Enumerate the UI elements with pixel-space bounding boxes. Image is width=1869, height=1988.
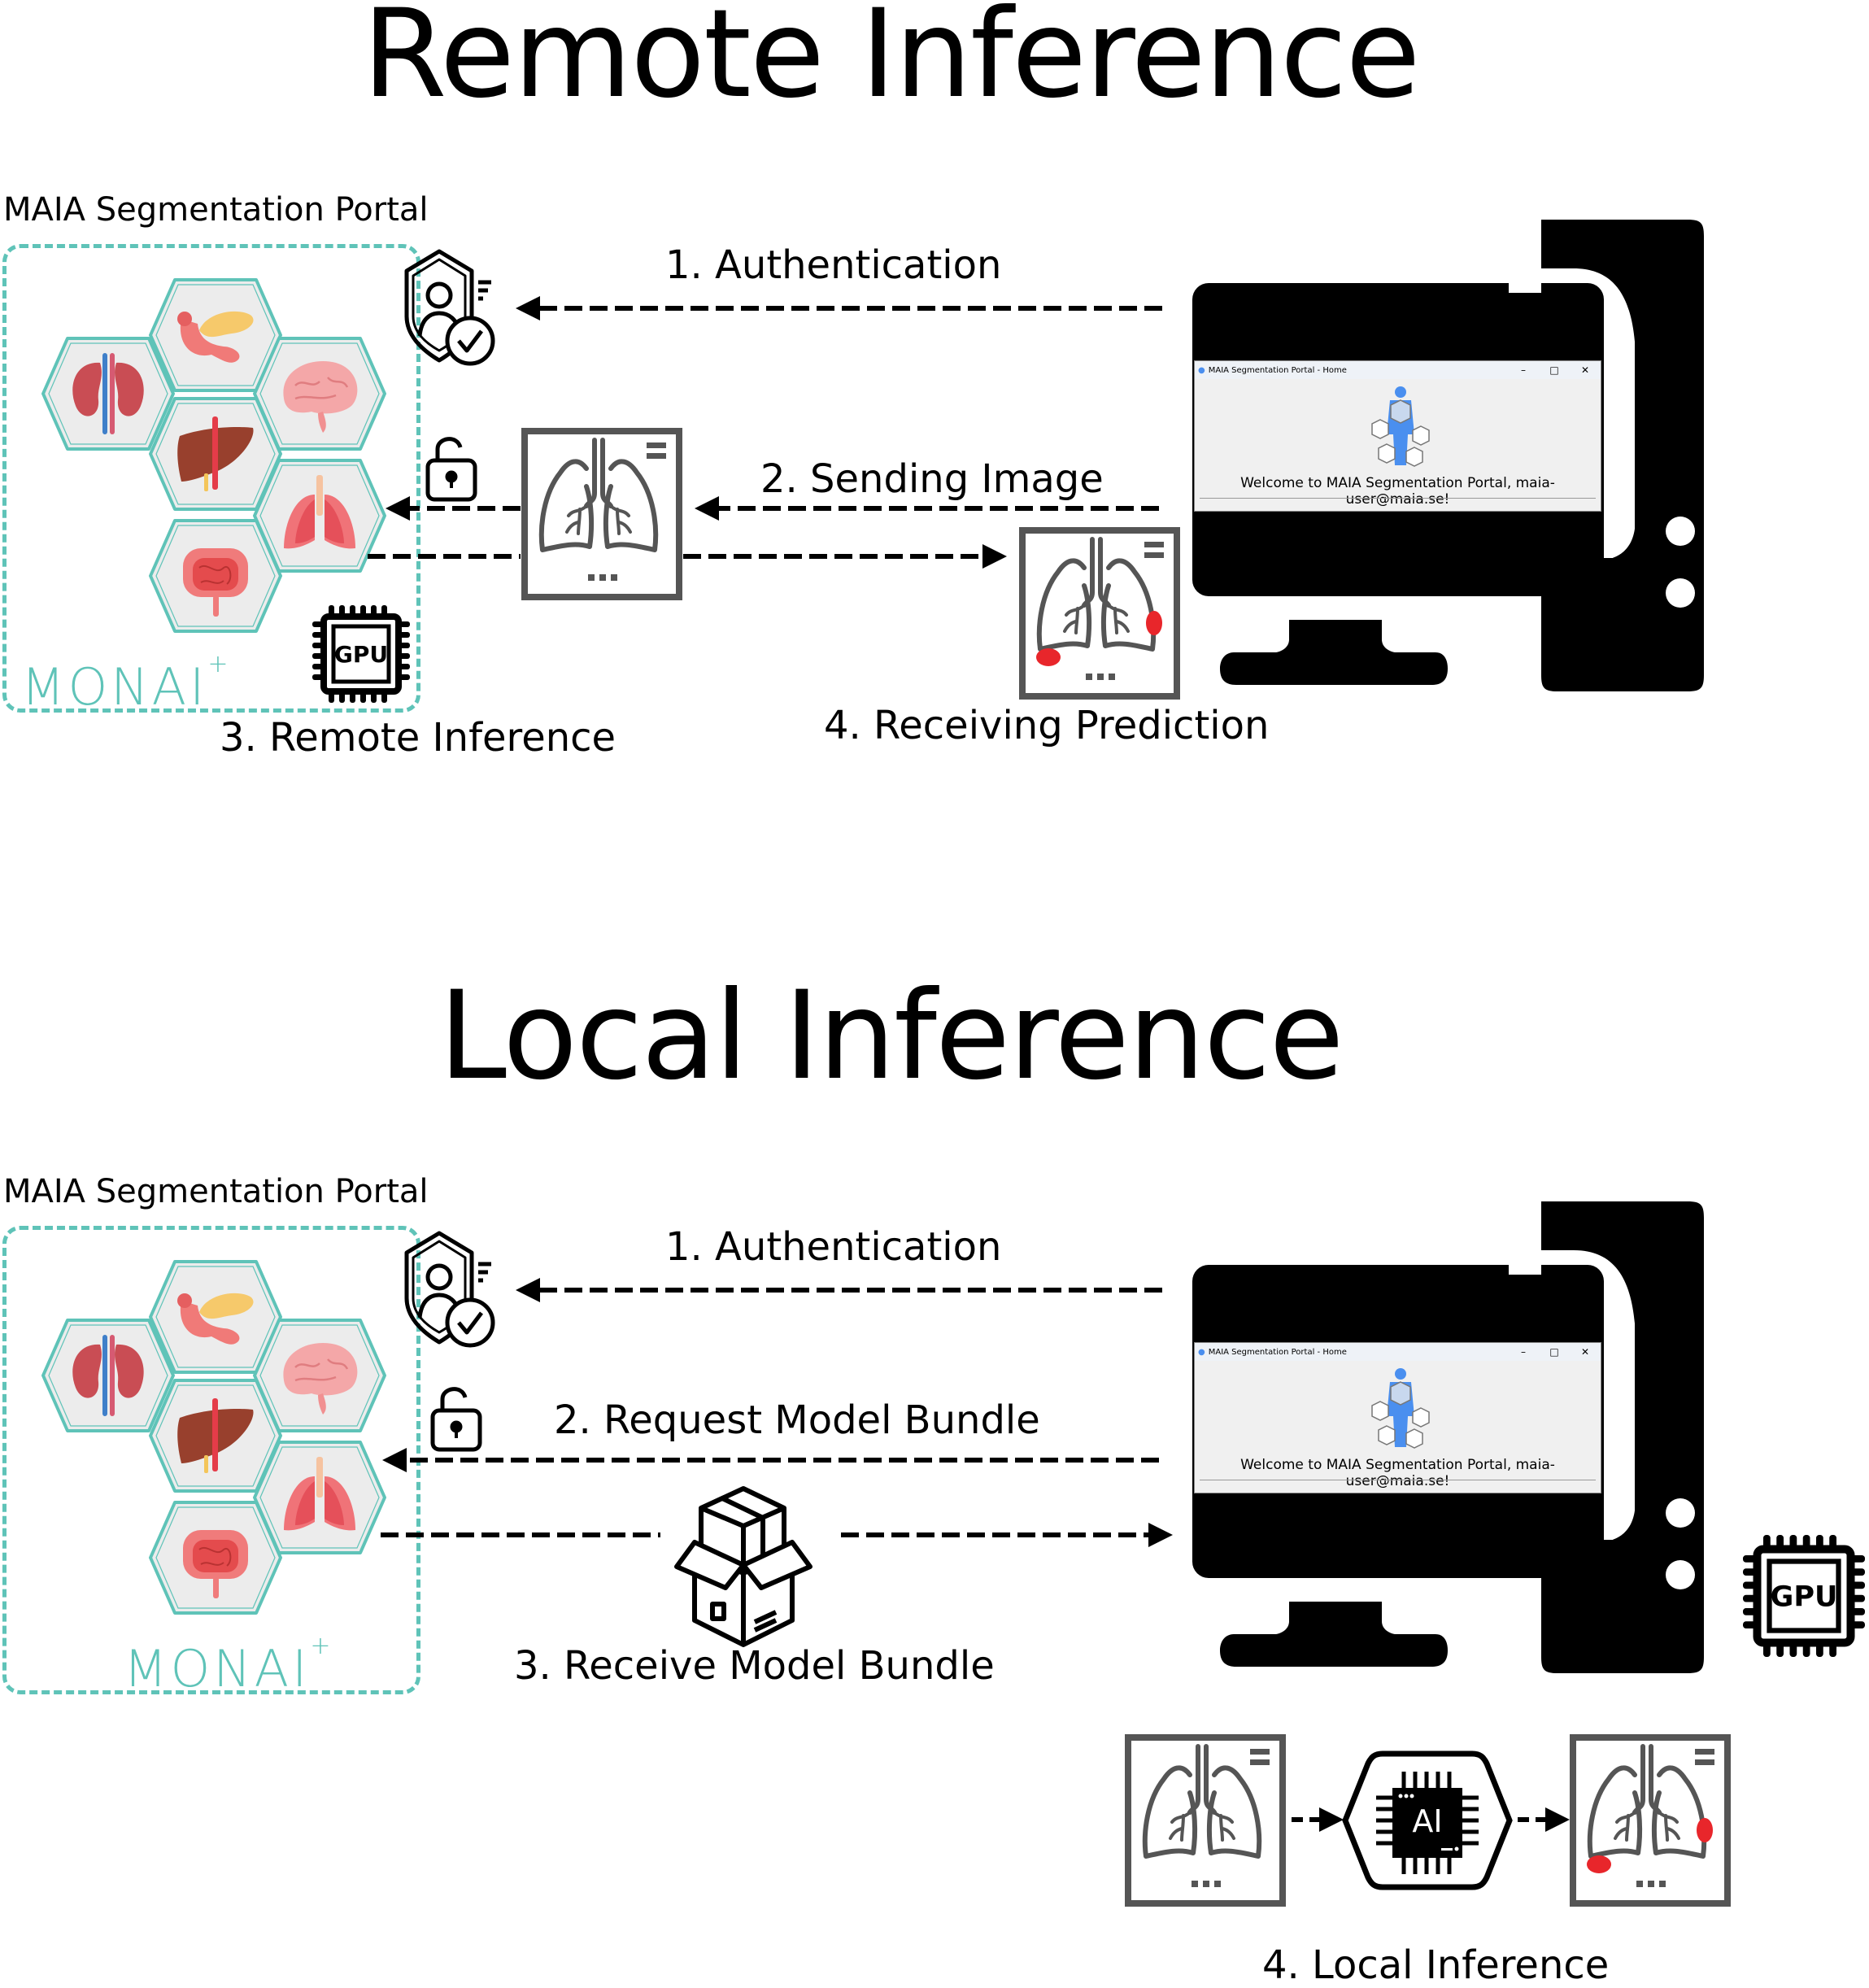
window-titlebar: ● MAIA Segmentation Portal - Home – □ ✕ bbox=[1195, 361, 1601, 379]
window-titlebar: ● MAIA Segmentation Portal - Home – □ ✕ bbox=[1195, 1343, 1601, 1361]
step-authentication: 1. Authentication bbox=[665, 1224, 1002, 1270]
welcome-message: Welcome to MAIA Segmentation Portal, mai… bbox=[1240, 1457, 1555, 1489]
app-icon: ● bbox=[1198, 365, 1205, 375]
remote-portal-label: MAIA Segmentation Portal bbox=[3, 191, 429, 229]
remote-arrows bbox=[368, 296, 1162, 569]
step-sending-image: 2. Sending Image bbox=[760, 456, 1104, 502]
step-local-inference: 4. Local Inference bbox=[1262, 1942, 1610, 1988]
app-icon: ● bbox=[1198, 1347, 1205, 1357]
step-authentication: 1. Authentication bbox=[665, 242, 1002, 288]
window-title: MAIA Segmentation Portal - Home bbox=[1208, 365, 1347, 375]
welcome-message: Welcome to MAIA Segmentation Portal, mai… bbox=[1240, 475, 1555, 508]
window-separator bbox=[1200, 498, 1596, 499]
minimize-button[interactable]: – bbox=[1521, 364, 1526, 376]
local-title: Local Inference bbox=[438, 966, 1344, 1107]
remote-monai-logo: MONAI+ bbox=[21, 650, 232, 717]
remote-title: Remote Inference bbox=[362, 0, 1420, 125]
xray-input-icon bbox=[1125, 1734, 1287, 1907]
local-gpu-icon: GPU bbox=[1743, 1535, 1869, 1665]
remote-gpu-icon: GPU bbox=[312, 605, 410, 703]
maximize-button[interactable]: □ bbox=[1549, 1346, 1559, 1358]
minimize-button[interactable]: – bbox=[1521, 1346, 1526, 1358]
portal-window: ● MAIA Segmentation Portal - Home – □ ✕ … bbox=[1194, 360, 1601, 512]
local-monai-logo: MONAI+ bbox=[124, 1632, 334, 1698]
xray-prediction-icon bbox=[1019, 527, 1182, 700]
model-bundle-box-icon bbox=[662, 1474, 825, 1650]
local-portal-label: MAIA Segmentation Portal bbox=[3, 1173, 429, 1210]
step-receive-model-bundle: 3. Receive Model Bundle bbox=[514, 1643, 995, 1689]
svg-text:GPU: GPU bbox=[1771, 1581, 1838, 1614]
step-request-model-bundle: 2. Request Model Bundle bbox=[554, 1397, 1040, 1443]
step-receiving-prediction: 4. Receiving Prediction bbox=[824, 703, 1270, 748]
body-logo-icon bbox=[1371, 386, 1430, 467]
maximize-button[interactable]: □ bbox=[1549, 364, 1559, 376]
close-button[interactable]: ✕ bbox=[1580, 1346, 1590, 1358]
step-remote-inference: 3. Remote Inference bbox=[220, 715, 616, 761]
window-title: MAIA Segmentation Portal - Home bbox=[1208, 1347, 1347, 1357]
remote-portal-box bbox=[2, 244, 420, 713]
svg-text:AI: AI bbox=[1412, 1803, 1442, 1839]
xray-prediction-icon bbox=[1570, 1734, 1732, 1907]
close-button[interactable]: ✕ bbox=[1580, 364, 1590, 376]
ai-chip-icon: AI bbox=[1350, 1747, 1513, 1894]
svg-text:GPU: GPU bbox=[334, 641, 388, 668]
portal-window: ● MAIA Segmentation Portal - Home – □ ✕ … bbox=[1194, 1342, 1601, 1493]
body-logo-icon bbox=[1371, 1368, 1430, 1449]
